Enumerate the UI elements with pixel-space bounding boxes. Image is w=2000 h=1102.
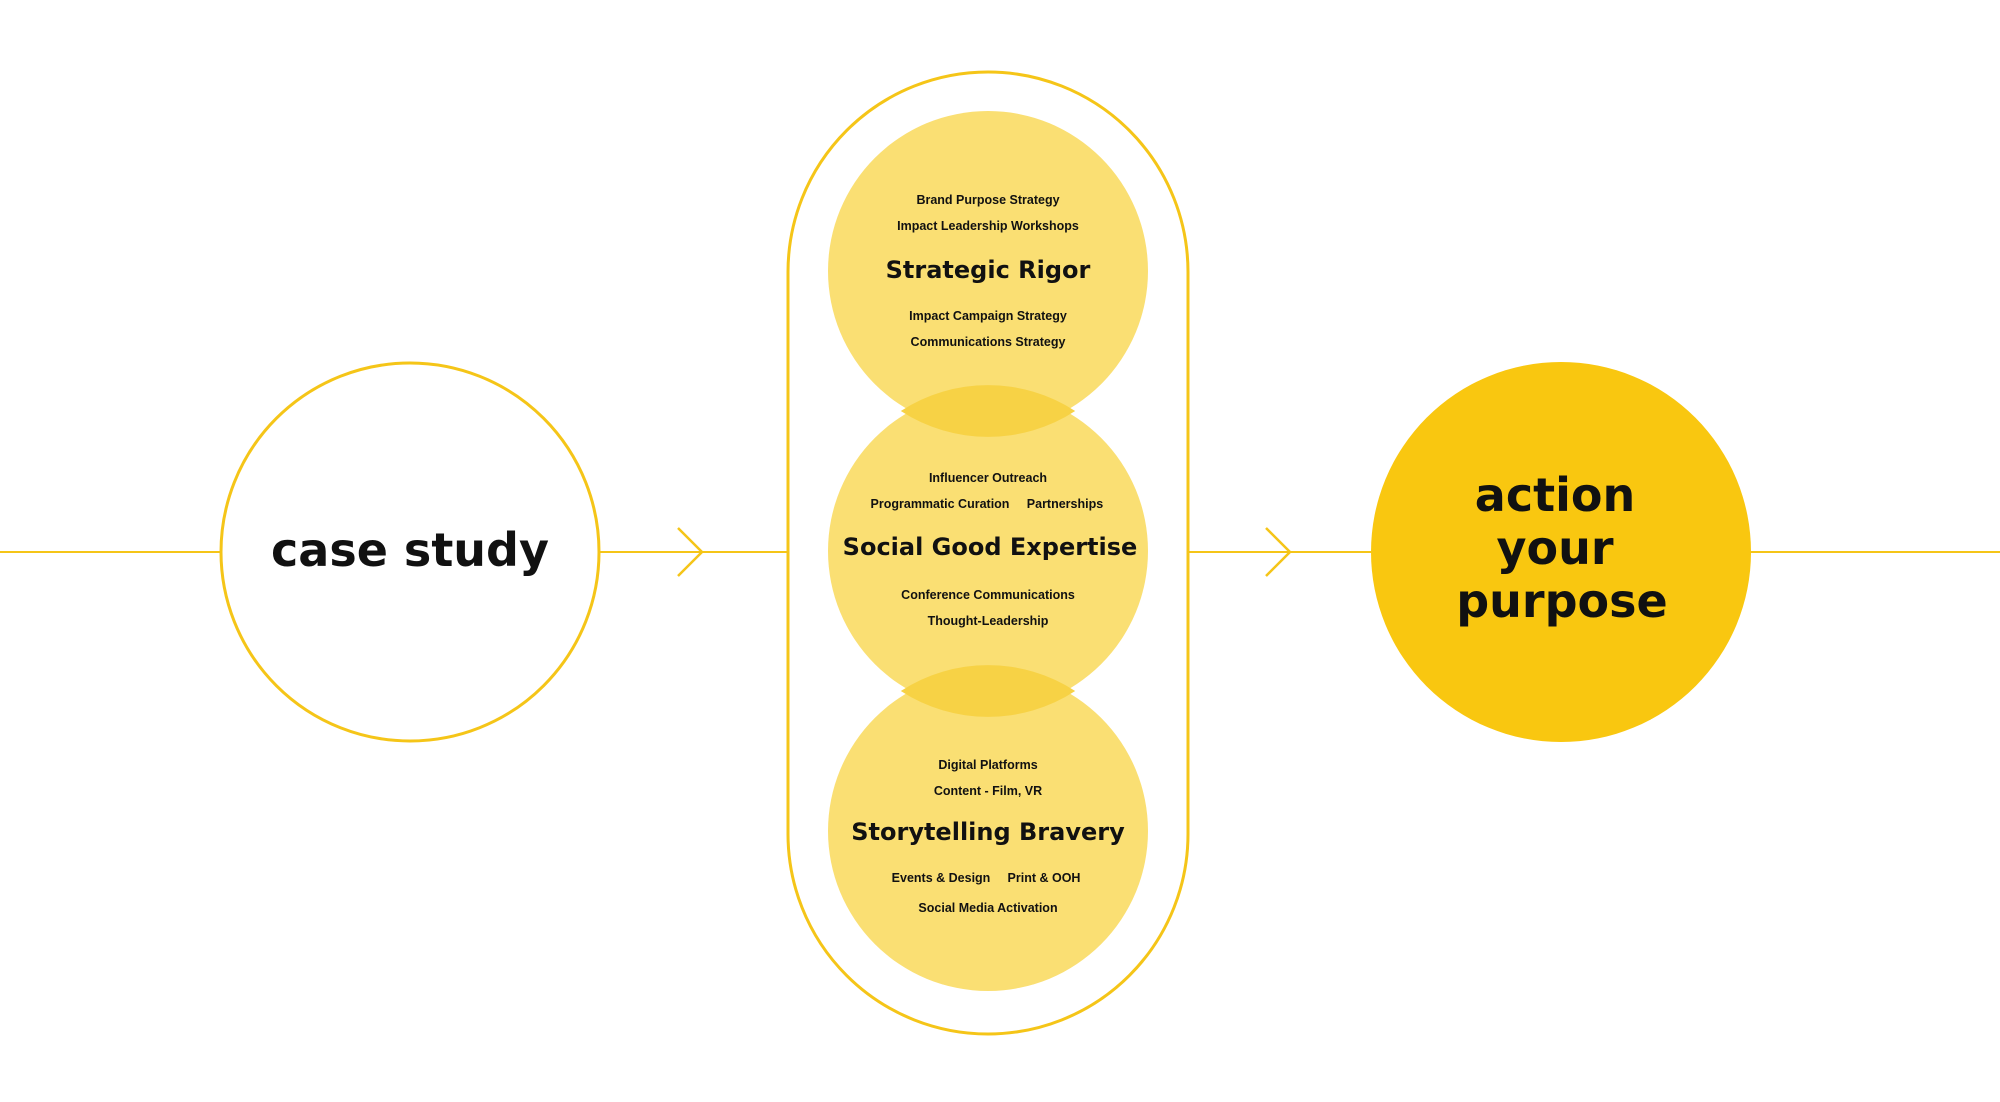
capability-title: Social Good Expertise: [843, 533, 1138, 561]
arrow-chevron-2: [1265, 527, 1292, 577]
start-circle-bg: [220, 362, 600, 742]
outcome-label-line: action: [1475, 468, 1635, 522]
start-circle: [219, 361, 601, 743]
service-item: Content - Film, VR: [934, 784, 1042, 798]
service-item: Events & Design: [892, 871, 991, 885]
service-item: Communications Strategy: [911, 335, 1066, 349]
capsule-outline: [786, 70, 1190, 1036]
service-item: Programmatic Curation: [871, 497, 1010, 511]
bubble-strategic-rigor: [828, 111, 1148, 431]
service-item: Print & OOH: [1008, 871, 1081, 885]
arrow-chevron-1: [677, 527, 704, 577]
service-item: Digital Platforms: [938, 758, 1037, 772]
capability-title: Strategic Rigor: [886, 256, 1091, 284]
outcome-circle: [1371, 362, 1751, 742]
service-item: Conference Communications: [901, 588, 1075, 602]
bubble-overlap-2: [900, 665, 1076, 717]
service-item: Partnerships: [1027, 497, 1103, 511]
start-label: case study: [271, 523, 549, 577]
service-item: Thought-Leadership: [928, 614, 1049, 628]
service-item: Influencer Outreach: [929, 471, 1047, 485]
service-item: Brand Purpose Strategy: [916, 193, 1059, 207]
service-item: Impact Leadership Workshops: [897, 219, 1079, 233]
outcome-label-line: purpose: [1456, 574, 1667, 628]
bubble-social-good-expertise: [828, 391, 1148, 711]
outcome-label-line: your: [1496, 521, 1613, 575]
bubble-storytelling-bravery: [828, 671, 1148, 991]
service-item: Impact Campaign Strategy: [909, 309, 1067, 323]
capability-title: Storytelling Bravery: [851, 818, 1125, 846]
bubble-overlap-1: [900, 385, 1076, 437]
service-item: Social Media Activation: [918, 901, 1057, 915]
